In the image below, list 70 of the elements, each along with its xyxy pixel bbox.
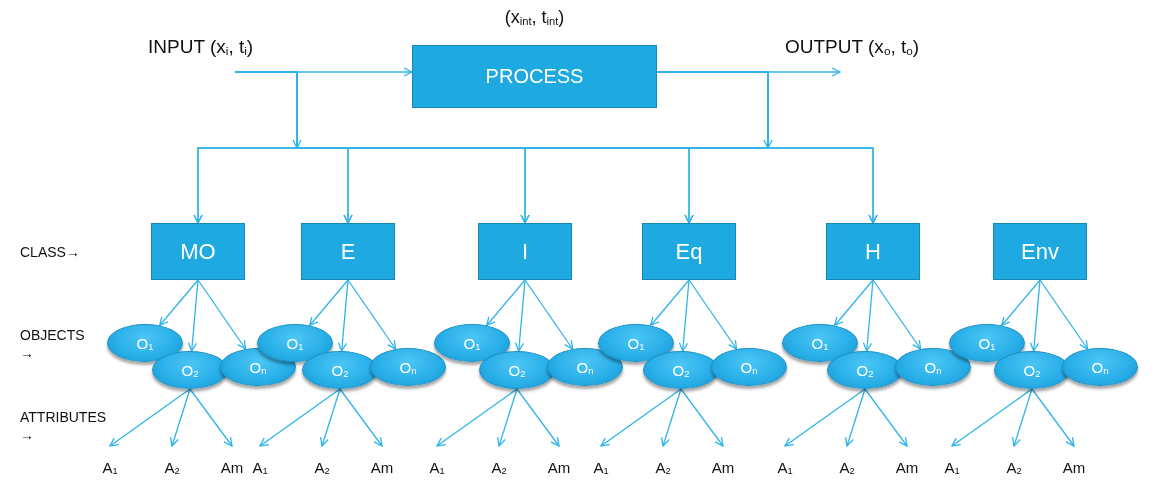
arrow <box>1029 279 1041 352</box>
arrow <box>514 279 526 352</box>
class-box: Eq <box>642 223 736 280</box>
object-ellipse: O$_{1}$ <box>782 324 858 362</box>
arrow <box>197 279 247 350</box>
process-box: PROCESS <box>412 45 657 108</box>
arrow <box>524 279 574 350</box>
arrow <box>1039 279 1089 350</box>
object-ellipse: O$_{n}$ <box>1062 348 1138 386</box>
arrow <box>862 279 874 352</box>
arrow <box>680 388 724 447</box>
arrow <box>784 388 866 447</box>
class-box: Env <box>993 223 1087 280</box>
attribute-label: A$_{2}$ <box>992 446 1036 476</box>
attribute-label: Am <box>537 446 581 476</box>
arrow <box>259 388 341 447</box>
object-ellipse: O$_{1}$ <box>257 324 333 362</box>
attribute-label: A$_{2}$ <box>641 446 685 476</box>
attribute-label: A$_{1}$ <box>88 446 132 476</box>
attribute-label: A$_{2}$ <box>300 446 344 476</box>
row-label: ATTRIBUTES → <box>20 408 108 444</box>
arrow <box>339 388 383 447</box>
class-box: MO <box>151 223 245 280</box>
arrow <box>864 388 908 447</box>
arrow <box>109 388 191 447</box>
attribute-label: Am <box>885 446 929 476</box>
attribute-label: A$_{1}$ <box>415 446 459 476</box>
object-ellipse: O$_{1}$ <box>434 324 510 362</box>
object-ellipse: O$_{1}$ <box>107 324 183 362</box>
object-ellipse: O$_{n}$ <box>547 348 623 386</box>
attribute-label: A$_{2}$ <box>477 446 521 476</box>
output-label: OUTPUT (x$_{o}$, t$_{o}$) <box>785 36 970 72</box>
arrow <box>319 388 341 447</box>
object-ellipse: O$_{n}$ <box>370 348 446 386</box>
arrow <box>951 388 1033 447</box>
attribute-label: A$_{2}$ <box>150 446 194 476</box>
input-label: INPUT (x$_{i}$, t$_{i}$) <box>148 36 288 72</box>
attribute-label: Am <box>1052 446 1096 476</box>
arrow <box>678 279 690 352</box>
object-ellipse: O$_{1}$ <box>949 324 1025 362</box>
arrow <box>169 388 191 447</box>
class-box: I <box>478 223 572 280</box>
arrow <box>189 388 233 447</box>
arrow <box>337 279 349 352</box>
arrow <box>660 388 682 447</box>
attribute-label: A$_{1}$ <box>930 446 974 476</box>
arrow <box>516 388 560 447</box>
arrow <box>436 388 518 447</box>
class-box: H <box>826 223 920 280</box>
arrow <box>1011 388 1033 447</box>
attribute-label: Am <box>701 446 745 476</box>
attribute-label: A$_{1}$ <box>579 446 623 476</box>
object-ellipse: O$_{n}$ <box>895 348 971 386</box>
attribute-label: A$_{2}$ <box>825 446 869 476</box>
attribute-label: A$_{1}$ <box>763 446 807 476</box>
arrow <box>1031 388 1075 447</box>
process-annotation: (x$_{int}$, t$_{int}$) <box>504 7 565 28</box>
arrow <box>872 279 922 350</box>
arrow <box>844 388 866 447</box>
object-ellipse: O$_{1}$ <box>598 324 674 362</box>
row-label: OBJECTS → <box>20 326 86 362</box>
object-ellipse: O$_{n}$ <box>711 348 787 386</box>
class-box: E <box>301 223 395 280</box>
arrow <box>600 388 682 447</box>
arrow <box>688 279 738 350</box>
attribute-label: Am <box>360 446 404 476</box>
arrow <box>347 279 397 350</box>
arrow <box>187 279 199 352</box>
row-label: CLASS→ <box>20 243 81 261</box>
arrow <box>496 388 518 447</box>
